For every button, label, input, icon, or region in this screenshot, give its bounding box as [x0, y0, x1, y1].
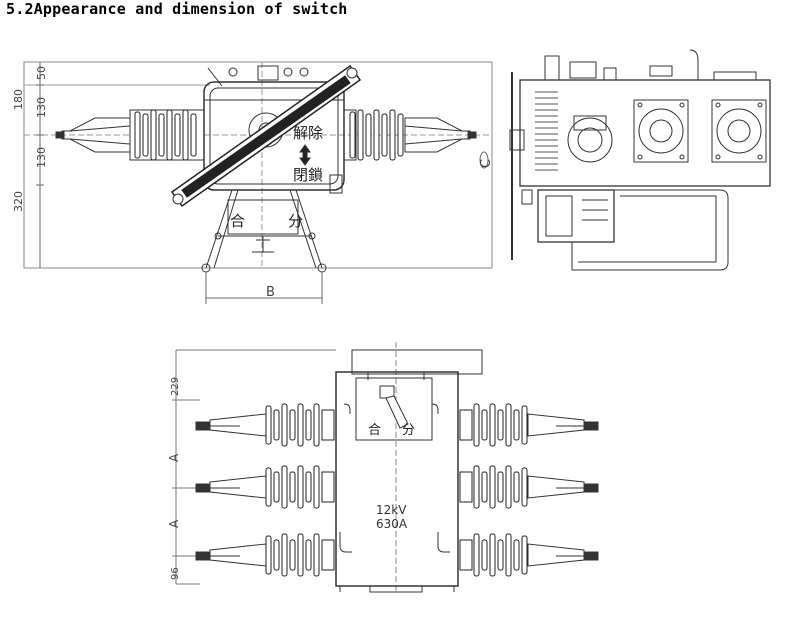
operating-handle: [170, 64, 362, 208]
dim-229: 229: [170, 377, 181, 396]
dim-130-lower: 130: [35, 147, 48, 168]
dim-96: 96: [170, 567, 181, 580]
front-left-insulator: [55, 109, 205, 161]
dim-180: 180: [12, 89, 25, 110]
section-heading: 5.2Appearance and dimension of switch: [6, 0, 348, 18]
dim-130-upper: 130: [35, 97, 48, 118]
front-stand: [201, 189, 327, 273]
side-terminal-1: [633, 99, 689, 163]
top-label-open: 分: [402, 423, 415, 438]
front-label-close: 合: [230, 212, 245, 230]
front-label-open: 分: [288, 212, 303, 230]
rating-current: 630A: [376, 517, 408, 531]
dim-50: 50: [35, 66, 48, 80]
dim-A-2: A: [167, 519, 181, 528]
dim-C: C: [479, 159, 494, 168]
front-view: [23, 61, 493, 304]
label-unlock: 解除: [293, 124, 323, 142]
rating-voltage: 12kV: [376, 503, 407, 517]
side-view: [509, 49, 771, 271]
front-right-insulator: [349, 109, 477, 161]
side-terminal-2: [711, 99, 767, 163]
top-left-insulators: [195, 403, 335, 577]
dim-B: B: [266, 285, 275, 300]
front-dimension-frame: [23, 61, 493, 269]
dim-320: 320: [12, 191, 25, 212]
side-body: [519, 79, 771, 187]
dim-A-1: A: [167, 453, 181, 462]
top-right-insulators: [459, 403, 599, 577]
label-lock: 閉鎖: [293, 166, 323, 184]
top-label-close: 合: [368, 423, 381, 438]
top-view: [172, 342, 599, 594]
top-mechanism-window: [355, 377, 433, 441]
